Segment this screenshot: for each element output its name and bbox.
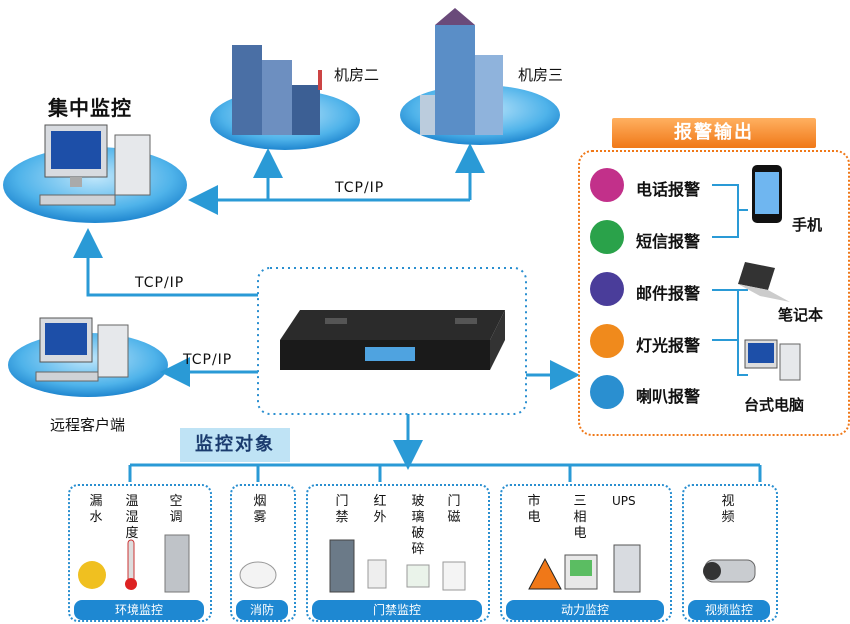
item-mains: 市电: [527, 494, 541, 525]
item-glass-break: 玻璃破碎: [411, 494, 425, 557]
remote-computer-icon: [35, 317, 129, 382]
monitor-objects-title: 监控对象: [180, 428, 290, 462]
center-monitor-label: 集中监控: [48, 96, 132, 120]
sms-alarm-icon: [590, 220, 624, 254]
alarm-item-light: 灯光报警: [636, 336, 701, 355]
door-magnet-icon: [442, 561, 466, 591]
tcp-label-top: TCP/IP: [335, 180, 385, 196]
alarm-output-box: [578, 150, 850, 436]
room3-label: 机房三: [518, 66, 564, 84]
speaker-alarm-icon: [590, 375, 624, 409]
video-camera-icon: [703, 559, 756, 583]
tcp-label-mid: TCP/IP: [135, 275, 185, 291]
infrared-icon: [367, 559, 387, 589]
laptop-icon: [738, 262, 790, 302]
group-fire: [230, 484, 296, 622]
mains-power-icon: [528, 557, 562, 590]
device-desktop-label: 台式电脑: [744, 396, 805, 414]
room2-label: 机房二: [334, 66, 380, 84]
center-computer-icon: [39, 124, 151, 206]
glass-break-icon: [406, 564, 430, 588]
room2-building-icon: [232, 45, 322, 135]
phone-alarm-icon: [590, 168, 624, 202]
monitoring-host-icon: [280, 310, 505, 370]
light-alarm-icon: [590, 324, 624, 358]
item-video: 视频: [721, 494, 735, 525]
smoke-detector-icon: [239, 561, 277, 589]
remote-client-label: 远程客户端: [50, 416, 126, 434]
alarm-item-phone: 电话报警: [636, 180, 701, 199]
air-conditioner-icon: [164, 534, 190, 593]
group-video: [682, 484, 778, 622]
group-fire-footer: 消防: [236, 600, 288, 620]
item-water-leak: 漏水: [89, 494, 103, 525]
group-access-footer: 门禁监控: [312, 600, 482, 620]
item-temp-humidity: 温湿度: [125, 494, 139, 541]
device-laptop-label: 笔记本: [778, 306, 824, 324]
link-center-up: [73, 228, 258, 297]
door-icon: [329, 539, 355, 593]
item-ups: UPS: [612, 494, 636, 508]
alarm-item-speaker: 喇叭报警: [636, 387, 701, 406]
group-access: [306, 484, 490, 622]
group-video-footer: 视频监控: [688, 600, 770, 620]
room3-building-icon: [420, 8, 503, 135]
item-three-phase: 三相电: [573, 494, 587, 541]
item-smoke: 烟雾: [253, 494, 267, 525]
group-environment-footer: 环境监控: [74, 600, 204, 620]
ups-icon: [613, 544, 641, 593]
item-infrared: 红外: [373, 494, 387, 525]
alarm-item-mail: 邮件报警: [636, 284, 701, 303]
item-door-access: 门禁: [335, 494, 349, 525]
group-environment: [68, 484, 212, 622]
tcp-label-low: TCP/IP: [183, 352, 233, 368]
desktop-icon: [744, 339, 801, 381]
mobile-phone-icon: [752, 165, 782, 223]
alarm-item-sms: 短信报警: [636, 232, 701, 251]
alarm-output-title: 报警输出: [612, 118, 816, 148]
device-dotted-box: [257, 267, 527, 415]
mail-alarm-icon: [590, 272, 624, 306]
device-phone-label: 手机: [792, 216, 823, 234]
item-door-magnet: 门磁: [447, 494, 461, 525]
group-power: [500, 484, 672, 622]
water-leak-icon: [78, 561, 106, 589]
group-power-footer: 动力监控: [506, 600, 664, 620]
item-air-con: 空调: [169, 494, 183, 525]
